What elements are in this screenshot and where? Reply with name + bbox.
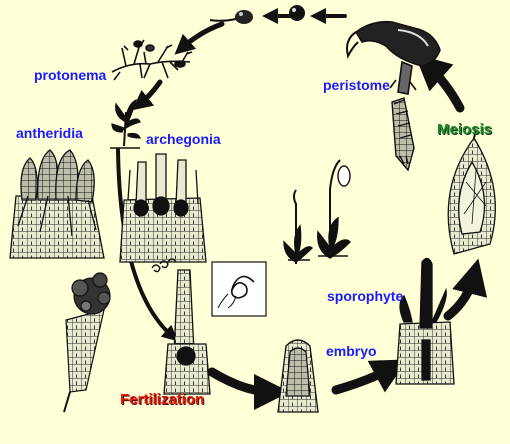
label-meiosis: Meiosis — [437, 121, 493, 138]
cycle-arrows — [116, 8, 488, 410]
label-archegonia: archegonia — [146, 131, 221, 147]
label-fertilization: Fertilization — [120, 391, 205, 408]
sperm-drawing — [151, 258, 177, 273]
young-gametophyte-drawing — [110, 98, 141, 149]
label-antheridia: antheridia — [16, 125, 83, 141]
arrow-peristome-to-capsule — [414, 54, 465, 113]
arrow-sporophyte-to-meiosis — [443, 258, 488, 321]
label-embryo: embryo — [326, 343, 377, 359]
archegonia-drawing — [119, 153, 207, 263]
sporophyte-drawing — [395, 257, 455, 385]
peristome-drawing — [391, 97, 415, 172]
mature-moss-plants-drawing — [283, 159, 351, 264]
spore-drawings — [209, 5, 305, 24]
arrow-fertilization-to-embryo — [207, 367, 290, 410]
capsule-with-calyptra-drawing — [346, 20, 441, 95]
arrow-sperm-to-archegonium — [116, 148, 178, 342]
arrow-embryo-to-sporophyte — [331, 359, 408, 395]
sperm-inset-box — [211, 261, 267, 317]
antheridia-drawing — [9, 149, 105, 259]
antheridium-releasing-sperm-drawing — [63, 272, 111, 413]
label-sporophyte: sporophyte — [327, 288, 404, 304]
arrow-protonema-to-gametophyte — [132, 79, 163, 111]
fertilized-archegonium-drawing — [163, 269, 211, 395]
label-protonema: protonema — [34, 67, 107, 83]
capsule-section-drawing — [447, 129, 496, 255]
protonema-drawing — [111, 39, 193, 81]
label-peristome: peristome — [323, 77, 390, 93]
embryo-drawing — [277, 339, 319, 413]
arrow-spore-to-protonema — [174, 21, 225, 55]
